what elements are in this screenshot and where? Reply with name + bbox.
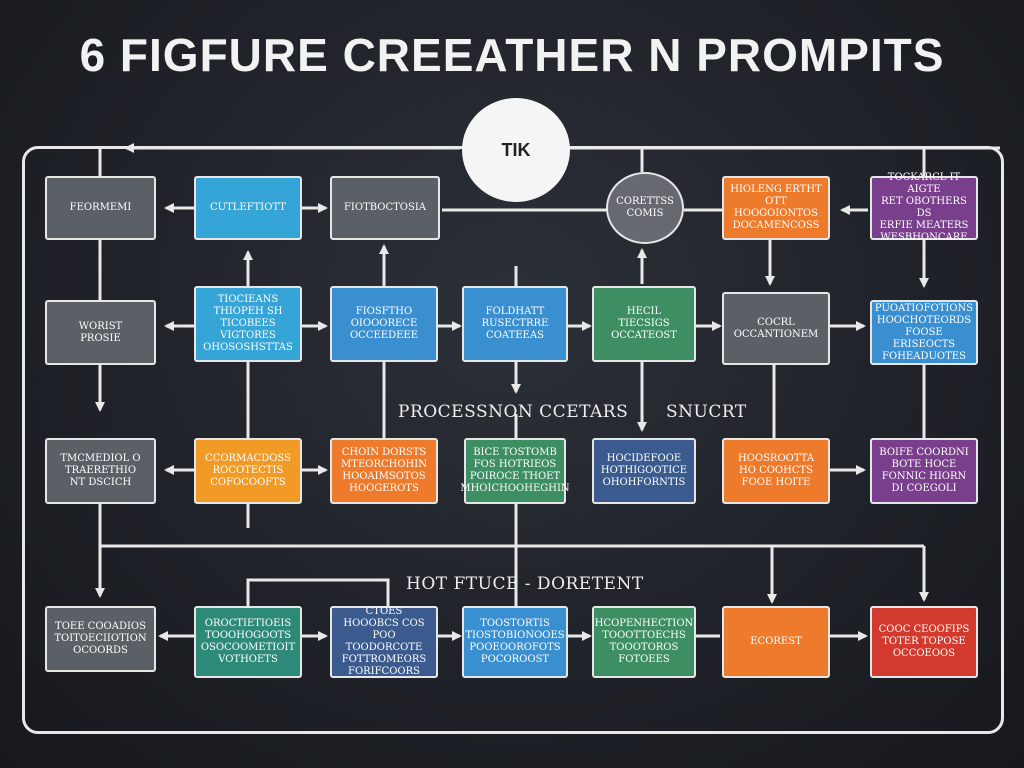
node-box: TOCKARCL IT AIGTE RET OBOTHERS DS ERFIE … xyxy=(870,172,978,243)
node-box: FEORMEMI xyxy=(45,176,156,240)
node-box: HECIL TIECSIGS OCCATEOST xyxy=(592,286,696,362)
node-box: ECOREST xyxy=(722,606,830,678)
node-box: TOEE COOADIOS TOITOECIIOTION OCOORDS xyxy=(45,606,156,672)
decision-circle: CORETTSS COMIS xyxy=(606,172,684,244)
node-box: COOC CEOOFIPS TOTER TOPOSE OCCOEOOS xyxy=(870,606,978,678)
node-box: COCRL OCCANTIONEM xyxy=(722,292,830,365)
node-box: HCOPENHECTION TOOOTTOECHS TOOOTOROS FOTO… xyxy=(592,606,696,678)
node-box: CTOES HOOOBCS COS POO TOODORCOTE FOTTROM… xyxy=(330,606,438,678)
node-box: TIOCIEANS THIOPEH SH TICOBEES VIGTORES O… xyxy=(194,286,302,362)
label-struct: SNUCRT xyxy=(666,402,747,422)
node-box: OROCTIETIOEIS TOOOHOGOOTS OSOCOOMETIOIT … xyxy=(194,606,302,678)
node-box: WORIST PROSIE xyxy=(45,300,156,365)
node-box: CHOIN DORSTS MTEORCHOHIN HOOAIMSOTOS HOO… xyxy=(330,438,438,504)
node-box: TOOSTORTIS TIOSTOBIONOOES POOEOOROFOTS P… xyxy=(462,606,568,678)
node-box: CCORMACDOSS ROCOTECTIS COFOCOOFTS xyxy=(194,438,302,504)
label-hot: HOT FTUCE - DORETENT xyxy=(406,574,644,594)
node-box: PUOATIOFOTIONS HOOCHOTEORDS FOOSE ERISEO… xyxy=(870,300,978,365)
start-circle: TIK xyxy=(462,98,570,202)
node-box: FOLDHATT RUSECTRRE COATEEAS xyxy=(462,286,568,362)
page-title: 6 FIGFURE CREEATHER N PROMPITS xyxy=(79,29,945,81)
connector xyxy=(246,578,390,606)
node-box: FIOTBOCTOSIA xyxy=(330,176,440,240)
node-box: HOCIDEFOOE HOTHIGOOTICE OHOHFORNTIS xyxy=(592,438,696,504)
node-box: BOIFE COORDNI BOTE HOCE FONNIC HIORN DI … xyxy=(870,438,978,504)
node-box: BICE TOSTOMB FOS HOTRIEOS POIROCE THOET … xyxy=(460,438,570,504)
label-process: PROCESSNON CCETARS xyxy=(398,402,629,422)
node-box: CUTLEFTIOTT xyxy=(194,176,302,240)
node-box: HIOLENG ERTHT OTT HOOGOIONTOS DOCAMENCOS… xyxy=(722,176,830,240)
node-box: FIOSFTHO OIOOORECE OCCEEDEEE xyxy=(330,286,438,362)
node-box: TMCMEDIOL O TRAERETHIO NT DSCICH xyxy=(45,438,156,504)
node-box: HOOSROOTTA HO COOHCTS FOOE HOITE xyxy=(722,438,830,504)
